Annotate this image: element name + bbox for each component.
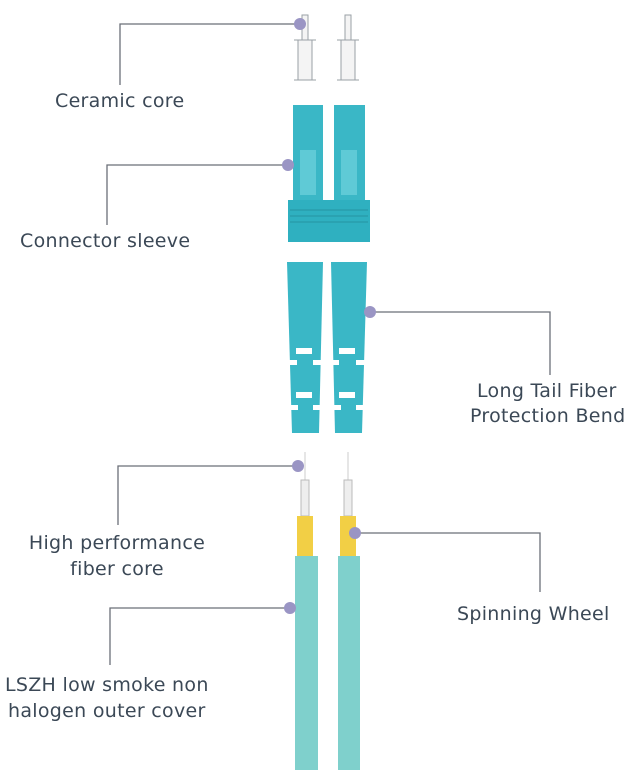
label-fiber-core-line2: fiber core <box>70 558 164 580</box>
label-boot-line1: Long Tail Fiber <box>477 380 617 402</box>
label-outer-cover-line1: LSZH low smoke non <box>5 674 209 696</box>
label-outer-cover-line2: halogen outer cover <box>8 700 206 722</box>
label-boot-line2: Protection Bend <box>470 405 626 427</box>
fiber-protection-boots <box>287 262 367 433</box>
label-spinning-wheel: Spinning Wheel <box>457 603 610 625</box>
ceramic-core-right <box>337 14 359 81</box>
fiber-cores <box>297 452 356 556</box>
label-fiber-core-line1: High performance <box>28 532 206 554</box>
label-connector-sleeve: Connector sleeve <box>20 230 191 252</box>
connector-sleeve <box>288 105 370 242</box>
callout-dots <box>282 18 376 614</box>
label-ceramic-core: Ceramic core <box>55 90 185 112</box>
outer-cables <box>295 556 360 770</box>
leader-lines <box>106 23 551 665</box>
ceramic-core-left <box>294 14 316 81</box>
